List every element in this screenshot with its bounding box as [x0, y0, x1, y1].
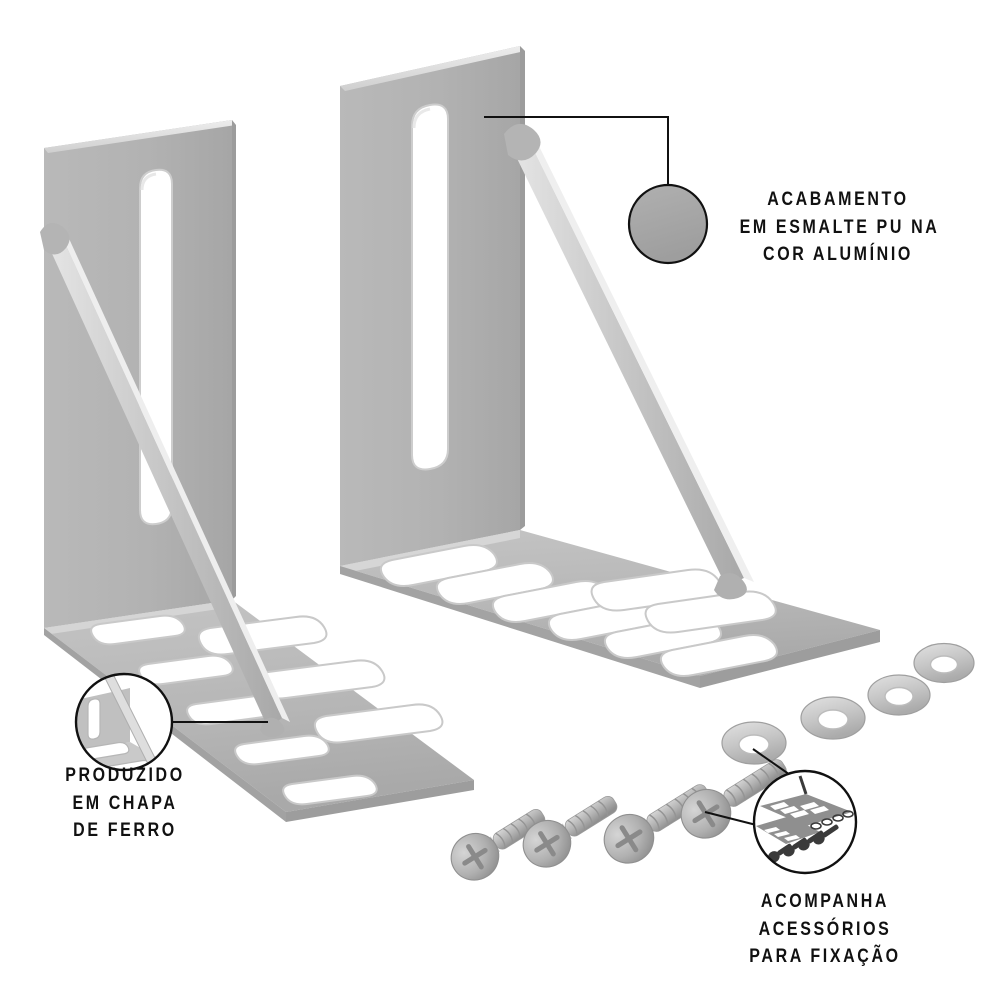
bracket-right-base-plate: [340, 530, 880, 688]
washer: [913, 642, 975, 684]
callout-finish-color-swatch: [627, 183, 709, 265]
washer-group: [721, 642, 975, 765]
screw: [680, 759, 787, 839]
callout-material-magnifier-content: [76, 674, 172, 770]
screw: [522, 795, 618, 868]
callout-material-label: PRODUZIDO EM CHAPA DE FERRO: [25, 762, 225, 845]
callout-material-line-3: DE FERRO: [73, 819, 177, 842]
callout-finish-line-1: ACABAMENTO: [767, 188, 909, 210]
screw-group: [450, 759, 787, 881]
callout-hardware-line-1: ACOMPANHA: [760, 890, 890, 912]
callout-material-line-1: PRODUZIDO: [65, 764, 185, 786]
bracket-right-base-slots: [379, 544, 778, 677]
callout-hardware-magnifier-ring: [752, 769, 858, 875]
bracket-right-back-plate: [340, 46, 525, 566]
washer: [721, 721, 787, 765]
callout-finish-leader-line: [484, 116, 669, 185]
bracket-left: [40, 120, 474, 822]
callout-material-magnifier-ring: [74, 672, 174, 772]
bracket-right: [340, 46, 880, 688]
callout-material: [74, 672, 268, 772]
callout-hardware-label: ACOMPANHA ACESSÓRIOS PARA FIXAÇÃO: [700, 888, 950, 971]
callout-finish-line-2: EM ESMALTE PU NA: [739, 215, 940, 238]
callout-finish-line-3: COR ALUMÍNIO: [763, 243, 913, 266]
screw: [450, 808, 546, 881]
callout-finish-label: ACABAMENTO EM ESMALTE PU NA COR ALUMÍNIO: [718, 186, 958, 269]
callout-hardware-line-3: PARA FIXAÇÃO: [749, 945, 901, 968]
callout-finish: [484, 116, 709, 265]
callout-material-line-2: EM CHAPA: [72, 791, 178, 814]
bracket-left-diagonal-brace: [40, 222, 290, 738]
callout-hardware: [704, 748, 858, 875]
callout-hardware-magnifier-content: [754, 771, 856, 873]
washer: [867, 674, 931, 716]
bracket-right-diagonal-brace: [504, 123, 754, 600]
washer: [800, 696, 866, 740]
callout-hardware-line-2: ACESSÓRIOS: [758, 917, 892, 940]
bracket-right-back-slot: [411, 103, 449, 471]
